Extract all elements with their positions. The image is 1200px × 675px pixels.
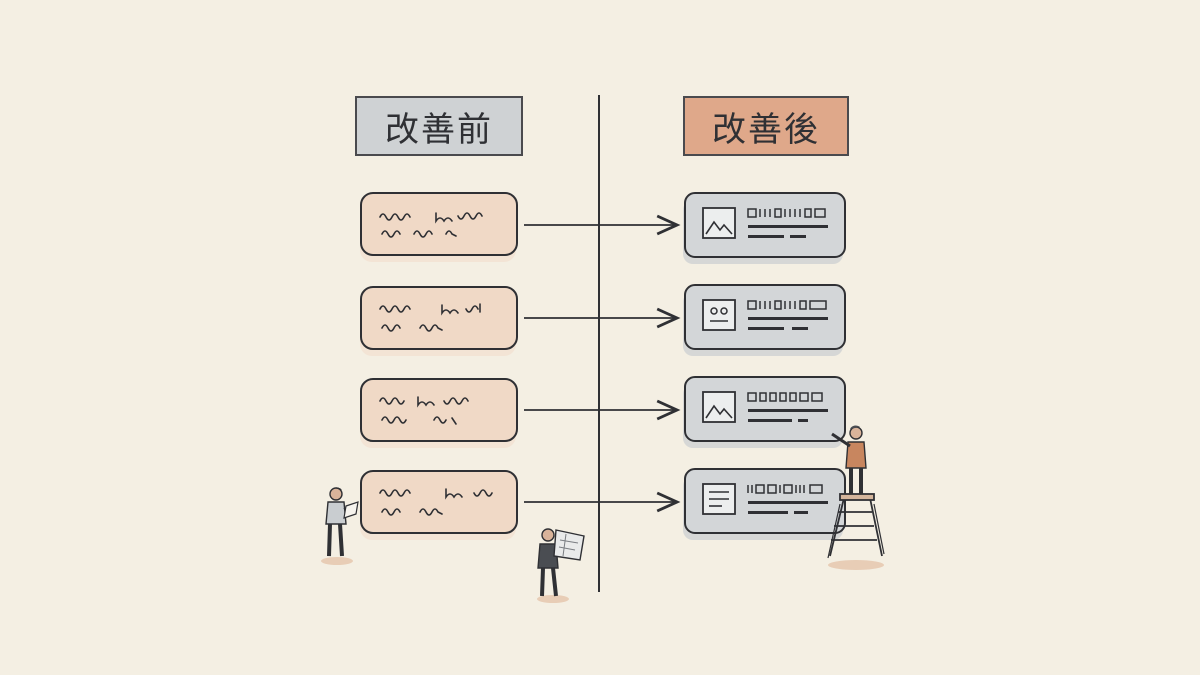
after-card	[683, 468, 846, 540]
before-header: 改善前	[355, 96, 523, 156]
placeholder-line	[794, 511, 808, 514]
scribble-text	[379, 303, 481, 332]
placeholder-line	[792, 327, 808, 330]
image-icon	[702, 391, 736, 423]
placeholder-glyphs	[747, 300, 827, 310]
placeholder-line	[748, 501, 828, 504]
placeholder-line	[748, 235, 784, 238]
placeholder-line	[790, 235, 806, 238]
image-icon	[702, 207, 736, 239]
before-card	[360, 192, 518, 262]
document-icon	[702, 483, 736, 515]
placeholder-line	[748, 327, 784, 330]
placeholder-line	[748, 511, 788, 514]
after-card	[683, 376, 846, 448]
before-card	[360, 378, 518, 448]
before-card	[360, 470, 518, 540]
person-icon	[321, 487, 359, 565]
after-header: 改善後	[683, 96, 849, 156]
before-card	[360, 286, 518, 356]
person-icon	[827, 425, 885, 570]
placeholder-line	[748, 317, 828, 320]
placeholder-glyphs	[747, 208, 826, 218]
ladder	[827, 493, 885, 559]
profile-icon	[702, 299, 736, 331]
scribble-text	[379, 212, 483, 238]
placeholder-line	[748, 409, 828, 412]
placeholder-glyphs	[747, 392, 823, 402]
placeholder-line	[748, 225, 828, 228]
placeholder-line	[798, 419, 808, 422]
person-icon	[537, 528, 585, 603]
after-card	[683, 284, 846, 356]
placeholder-line	[748, 419, 792, 422]
scribble-text	[379, 396, 469, 425]
placeholder-glyphs	[747, 484, 823, 494]
after-card	[683, 192, 846, 264]
scribble-text	[379, 488, 493, 516]
